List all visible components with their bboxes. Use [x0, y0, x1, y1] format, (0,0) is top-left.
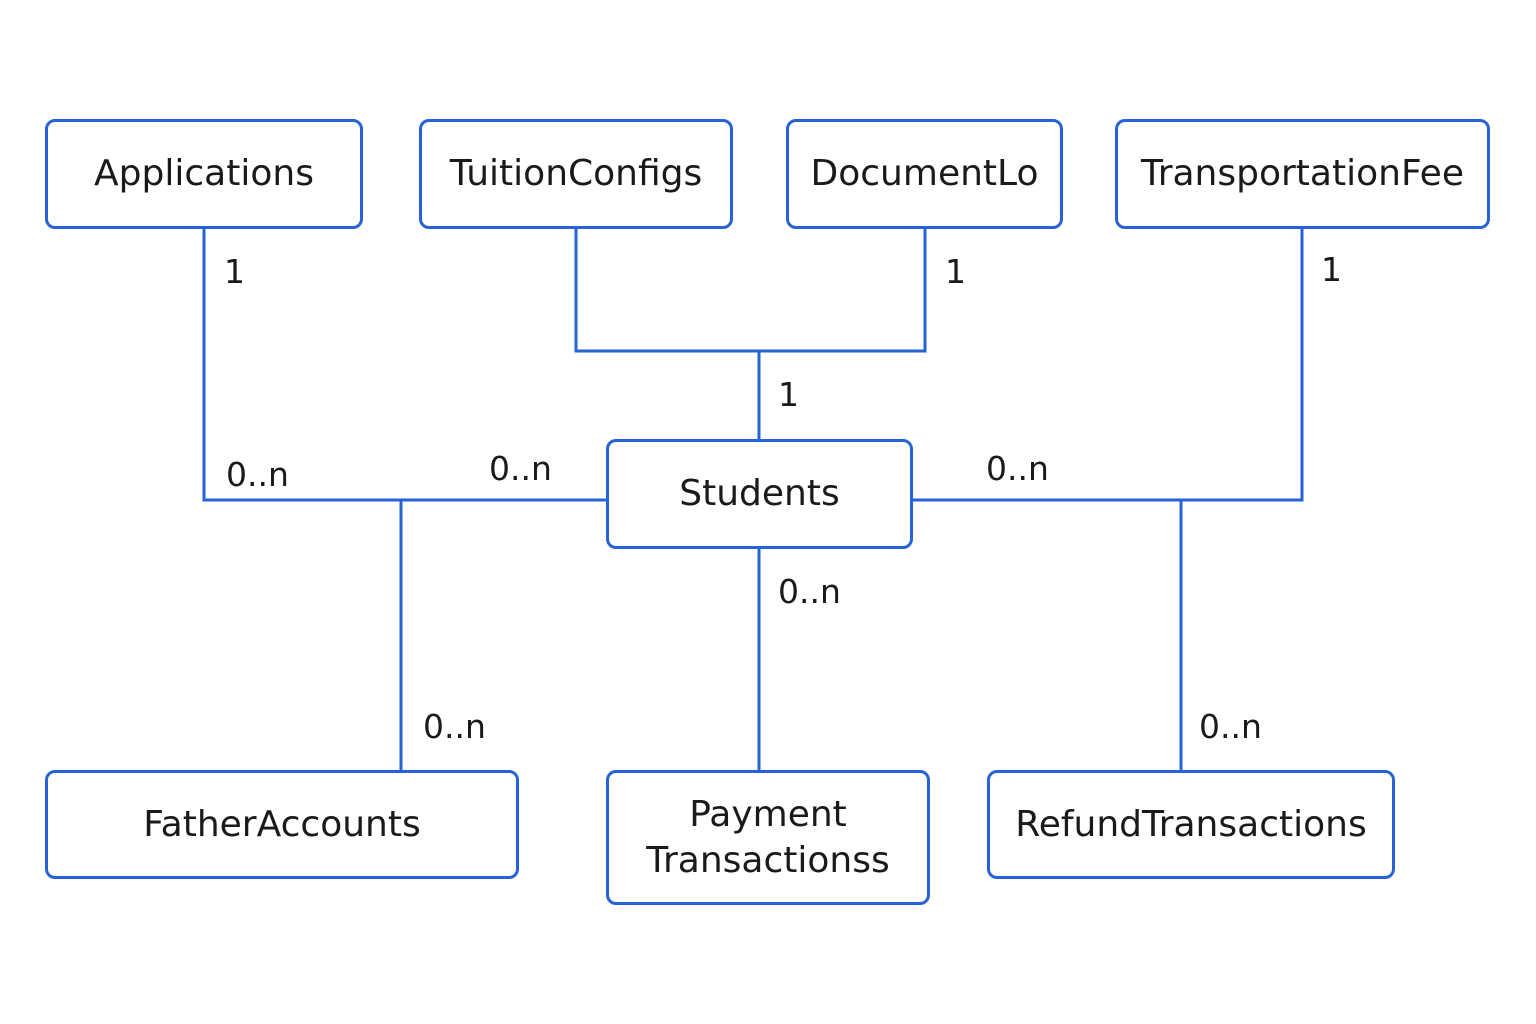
cardinality-students-right: 0..n: [986, 449, 1049, 488]
entity-applications[interactable]: Applications: [45, 119, 363, 229]
cardinality-students-left: 0..n: [489, 449, 552, 488]
connector-applications-students: [202, 229, 606, 502]
entity-refundtransactions[interactable]: RefundTransactions: [987, 770, 1395, 879]
entity-applications-label: Applications: [94, 153, 314, 194]
entity-students-label: Students: [679, 473, 840, 514]
connector-tuitionconfigs-documentlo-students: [574, 229, 927, 353]
entity-paymenttransactions[interactable]: Payment Transactionss: [606, 770, 930, 905]
entity-fatheraccounts-label: FatherAccounts: [143, 803, 421, 845]
cardinality-refundtransactions: 0..n: [1199, 707, 1262, 746]
entity-documentlo[interactable]: DocumentLo: [786, 119, 1063, 229]
connector-students-transportationfee: [913, 229, 1304, 502]
entity-refundtransactions-label: RefundTransactions: [1015, 803, 1367, 845]
entity-fatheraccounts[interactable]: FatherAccounts: [45, 770, 519, 879]
cardinality-fatheraccounts: 0..n: [423, 707, 486, 746]
cardinality-documentlo: 1: [945, 252, 966, 291]
cardinality-left-junction: 0..n: [226, 455, 289, 494]
cardinality-students-top: 1: [778, 375, 799, 414]
entity-paymenttransactions-label-line2: Transactionss: [646, 839, 890, 881]
cardinality-transportationfee: 1: [1321, 250, 1342, 289]
cardinality-students-bottom: 0..n: [778, 572, 841, 611]
entity-tuitionconfigs-label: TuitionConfigs: [449, 153, 703, 194]
entity-tuitionconfigs[interactable]: TuitionConfigs: [419, 119, 733, 229]
cardinality-applications: 1: [224, 252, 245, 291]
entity-paymenttransactions-label-line1: Payment: [689, 793, 847, 835]
entity-documentlo-label: DocumentLo: [810, 153, 1039, 194]
entity-transportationfee-label: TransportationFee: [1141, 153, 1464, 194]
entity-students[interactable]: Students: [606, 439, 913, 549]
entity-transportationfee[interactable]: TransportationFee: [1115, 119, 1490, 229]
